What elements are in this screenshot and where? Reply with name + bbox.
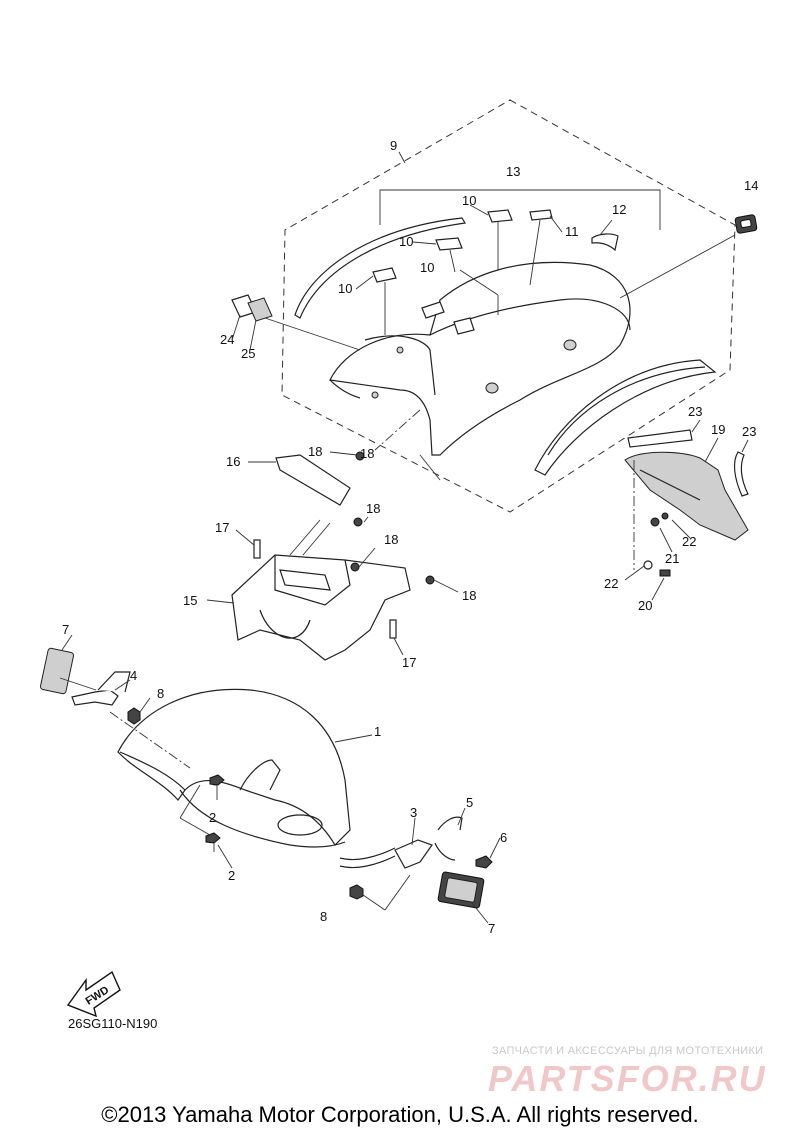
misc-leaders (206, 151, 749, 656)
part-number: 13 (506, 164, 520, 179)
bracket-15 (231, 519, 411, 661)
part-number: 10 (338, 281, 352, 296)
part-number: 19 (711, 422, 725, 437)
watermark-logo: PARTSFOR.RU (488, 1058, 767, 1099)
watermark-subtitle: ЗАПЧАСТИ И АКСЕССУАРЫ ДЛЯ МОТОТЕХНИКИ (492, 1045, 764, 1057)
part-number: 18 (308, 444, 322, 459)
part-number: 18 (360, 446, 374, 461)
bracket-13 (379, 189, 661, 230)
bolt-18-d (425, 575, 435, 585)
part-number: 8 (320, 909, 327, 924)
part-number: 7 (488, 921, 495, 936)
part-number: 10 (420, 260, 434, 275)
bolt-18-a (355, 451, 365, 461)
part-number: 4 (130, 668, 137, 683)
part-number: 2 (209, 810, 216, 825)
part-number: 15 (183, 593, 197, 608)
part-number: 11 (565, 224, 579, 239)
part-number: 23 (742, 424, 756, 439)
pad-10-top (487, 209, 513, 223)
right-fender-rail (534, 359, 717, 476)
part-number: 23 (688, 404, 702, 419)
part-number: 9 (390, 138, 397, 153)
part-number: 2 (228, 868, 235, 883)
front-right-hardware (339, 816, 493, 911)
left-fender-rail (294, 217, 466, 319)
part-number: 12 (612, 202, 626, 217)
front-fender (109, 688, 351, 848)
taillight-bracket-19 (624, 429, 749, 577)
bolt-18-b (353, 517, 363, 527)
pad-10-mid (435, 237, 463, 251)
reflector-25 (247, 297, 273, 322)
fwd-arrow-icon: FWD (66, 970, 121, 1018)
pad-11 (529, 209, 553, 221)
part-number: 24 (220, 332, 234, 347)
part-number: 22 (682, 534, 696, 549)
part-number: 21 (665, 551, 679, 566)
part-number: 1 (374, 724, 381, 739)
part-number: 18 (384, 532, 398, 547)
part-number-labels: 1 2 2 3 4 5 6 7 7 8 8 9 10 10 10 10 11 1… (62, 138, 758, 936)
part-number: 25 (241, 346, 255, 361)
part-number: 10 (399, 234, 413, 249)
front-left-hardware (39, 647, 141, 725)
copyright-notice: ©2013 Yamaha Motor Corporation, U.S.A. A… (101, 1102, 699, 1127)
part-number: 10 (462, 193, 476, 208)
part-number: 22 (604, 576, 618, 591)
plate-16 (275, 454, 351, 506)
bolt-18-c (350, 562, 360, 572)
part-number: 16 (226, 454, 240, 469)
part-number: 18 (462, 588, 476, 603)
part-number: 5 (466, 795, 473, 810)
pad-12 (591, 233, 619, 252)
grommet-14 (734, 214, 758, 234)
part-number: 18 (366, 501, 380, 516)
bolts-2 (205, 774, 225, 852)
part-number: 8 (157, 686, 164, 701)
pad-10-low (372, 267, 397, 283)
part-number: 7 (62, 622, 69, 637)
part-number: 20 (638, 598, 652, 613)
part-number: 6 (500, 830, 507, 845)
rear-leaders (264, 219, 736, 481)
part-number: 14 (744, 178, 758, 193)
rear-fender-assembly-boundary (281, 99, 736, 513)
clip-17-lower (389, 619, 397, 639)
front-leaders (61, 634, 501, 924)
part-number: 17 (402, 655, 416, 670)
rear-fender (329, 261, 631, 456)
clip-17-upper (253, 539, 261, 559)
diagram-code: 26SG110-N190 (68, 1016, 158, 1031)
part-number: 17 (215, 520, 229, 535)
part-number: 3 (410, 805, 417, 820)
